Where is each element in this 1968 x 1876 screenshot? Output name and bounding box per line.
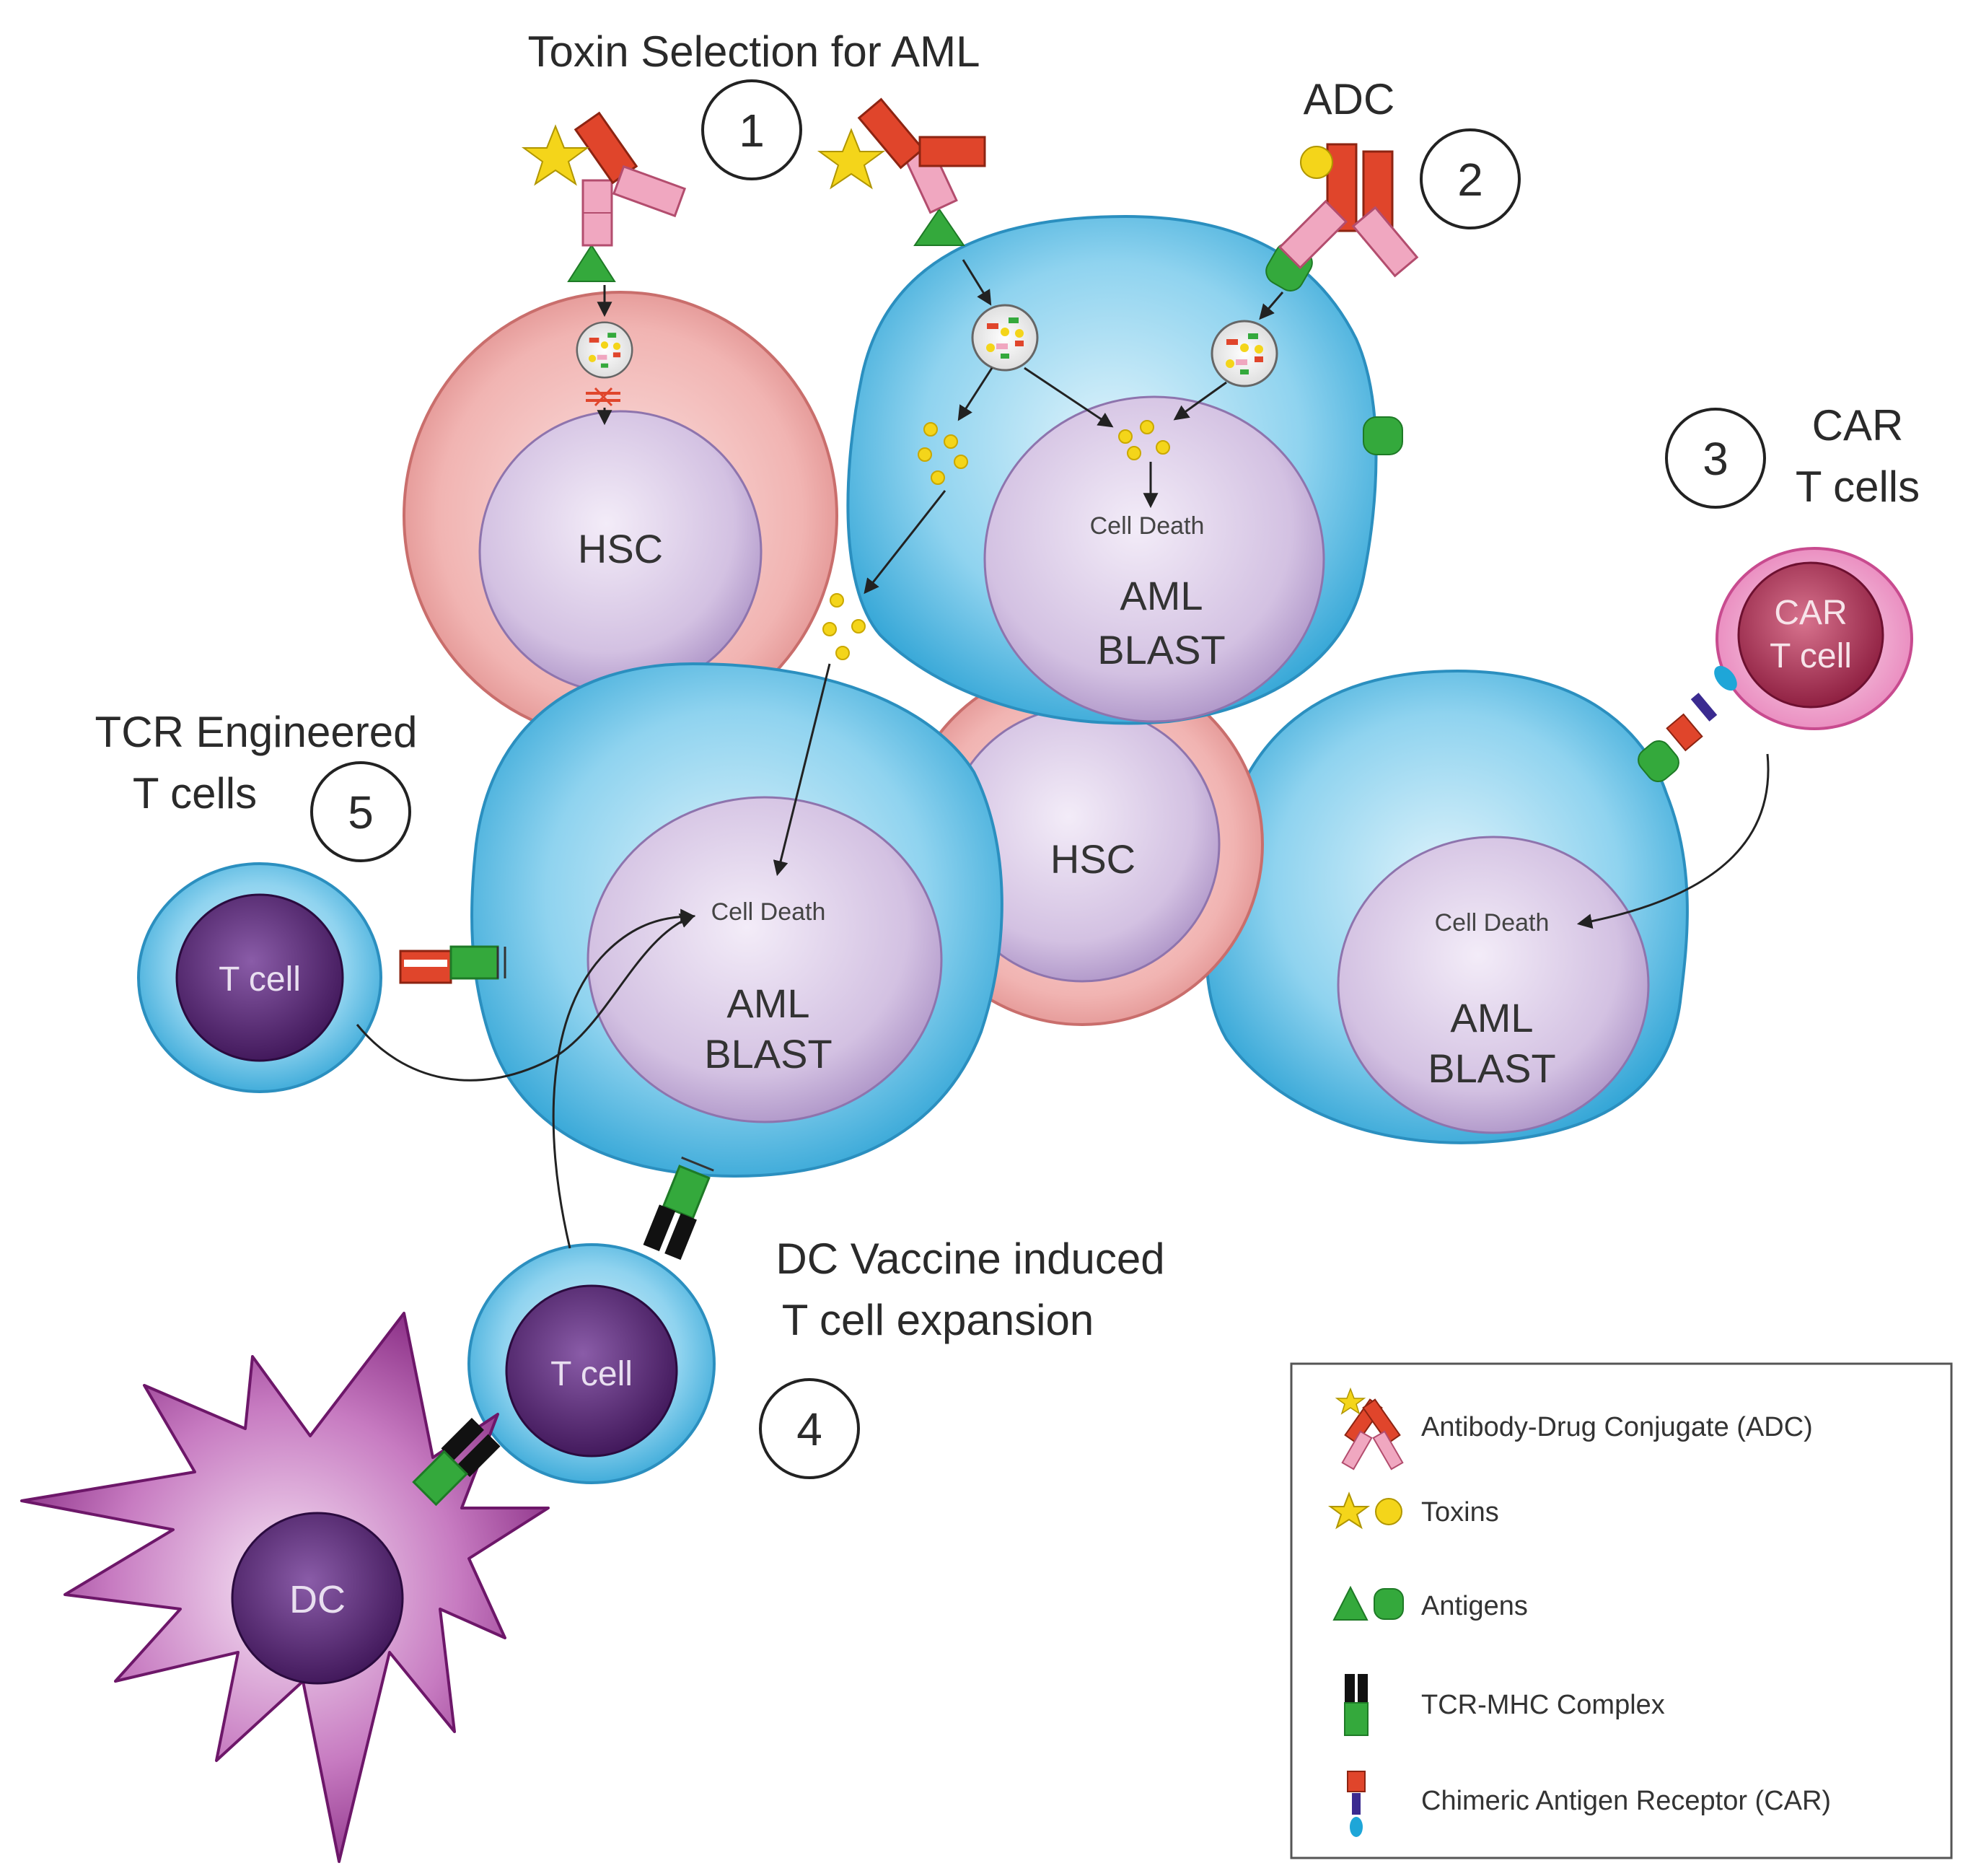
toxin-selection-title: Toxin Selection for AML bbox=[528, 27, 980, 76]
legend-label-toxins: Toxins bbox=[1421, 1497, 1499, 1527]
step-4: 4 bbox=[759, 1378, 860, 1479]
car-nucleus-label-2: T cell bbox=[1770, 637, 1852, 675]
car-receptor bbox=[1638, 665, 1737, 783]
tcr-mhc-complex-left bbox=[399, 945, 506, 984]
car-title-2: T cells bbox=[1796, 463, 1920, 511]
hsc-label-top: HSC bbox=[578, 526, 663, 571]
svg-text:4: 4 bbox=[796, 1403, 822, 1455]
blast-label-left: BLAST bbox=[704, 1031, 832, 1077]
legend-label-car: Chimeric Antigen Receptor (CAR) bbox=[1421, 1786, 1831, 1816]
t-cell-label-tcr: T cell bbox=[219, 960, 301, 999]
blast-label-right: BLAST bbox=[1428, 1046, 1555, 1091]
aml-label-left: AML bbox=[726, 981, 809, 1026]
vesicle-hsc bbox=[576, 321, 633, 379]
dendritic-cell bbox=[20, 1312, 550, 1863]
car-nucleus-label-1: CAR bbox=[1774, 594, 1847, 632]
step-5: 5 bbox=[310, 761, 411, 862]
arrows bbox=[356, 259, 1770, 1249]
svg-text:5: 5 bbox=[348, 786, 374, 838]
legend: Antibody-Drug Conjugate (ADC) Toxins Ant… bbox=[1290, 1362, 1953, 1859]
step-2: 2 bbox=[1420, 128, 1521, 229]
tcr-mhc-complex-dc bbox=[412, 1417, 501, 1507]
legend-label-tcr-mhc: TCR-MHC Complex bbox=[1421, 1690, 1665, 1720]
antigens-icon bbox=[1332, 1585, 1404, 1621]
adc-title: ADC bbox=[1304, 75, 1395, 123]
aml-nucleus-top bbox=[983, 395, 1325, 723]
dc-title-1: DC Vaccine induced bbox=[776, 1235, 1164, 1283]
dc-t-cell bbox=[467, 1243, 716, 1484]
car-icon bbox=[1347, 1771, 1366, 1837]
aml-nucleus-left bbox=[587, 796, 943, 1123]
legend-label-antigens: Antigens bbox=[1421, 1591, 1528, 1621]
aml-label-right: AML bbox=[1450, 995, 1533, 1040]
toxins-icon bbox=[1327, 1491, 1402, 1530]
vesicle-aml-2 bbox=[1211, 320, 1278, 387]
adc-icon bbox=[1335, 1387, 1404, 1470]
step-1: 1 bbox=[701, 79, 802, 180]
toxin-cluster-3 bbox=[822, 593, 866, 660]
car-title-1: CAR bbox=[1812, 401, 1904, 450]
blast-label-top: BLAST bbox=[1097, 627, 1225, 672]
hsc-cell-top bbox=[403, 291, 838, 741]
aml-label-top: AML bbox=[1120, 573, 1203, 618]
t-cell-label-dc: T cell bbox=[550, 1355, 633, 1393]
cell-death-label-right: Cell Death bbox=[1435, 909, 1550, 937]
hsc-label-center: HSC bbox=[1050, 836, 1135, 882]
svg-text:1: 1 bbox=[739, 105, 765, 157]
aml-nucleus-right bbox=[1337, 836, 1650, 1134]
tcr-mhc-icon bbox=[1344, 1674, 1369, 1736]
tcr-mhc-complex-bottom bbox=[643, 1156, 714, 1261]
svg-text:3: 3 bbox=[1703, 433, 1728, 485]
adc-antibody-aml-1 bbox=[817, 97, 986, 246]
antigen-round-top bbox=[1363, 416, 1403, 455]
car-t-cell bbox=[1716, 547, 1913, 730]
vesicle-aml-1 bbox=[971, 304, 1039, 372]
tcr-title-1: TCR Engineered bbox=[95, 708, 418, 756]
tcr-title-2: T cells bbox=[133, 769, 257, 818]
adc-antibody-hsc bbox=[521, 111, 687, 282]
cell-death-label-top: Cell Death bbox=[1090, 512, 1205, 540]
cell-death-label-left: Cell Death bbox=[711, 898, 826, 926]
legend-label-adc: Antibody-Drug Conjugate (ADC) bbox=[1421, 1412, 1813, 1442]
blocked-release-icon bbox=[586, 387, 620, 407]
adc-antibody-aml-2 bbox=[1265, 143, 1419, 292]
dc-label: DC bbox=[289, 1578, 346, 1621]
step-3: 3 bbox=[1665, 408, 1766, 509]
svg-text:2: 2 bbox=[1457, 154, 1483, 206]
dc-title-2: T cell expansion bbox=[782, 1296, 1094, 1344]
tcr-t-cell bbox=[137, 862, 382, 1093]
